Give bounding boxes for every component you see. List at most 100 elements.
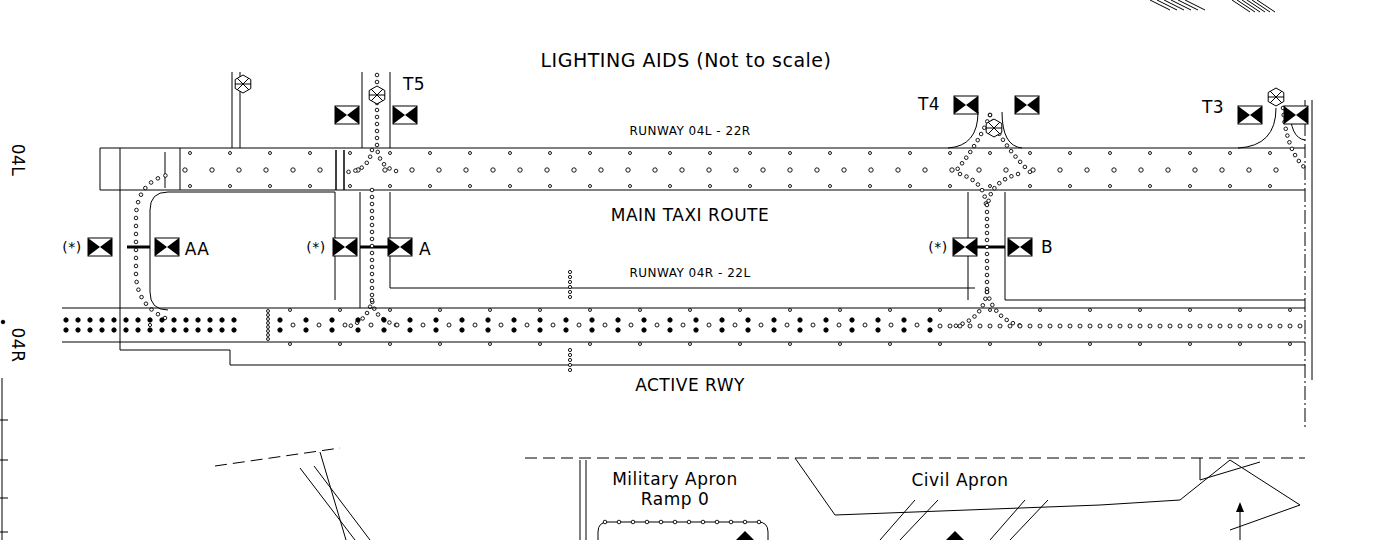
runway-centre-light: [545, 168, 549, 172]
centerline-light: [360, 166, 364, 170]
runway-edge-light: [1149, 152, 1152, 155]
runway-centre-light: [761, 168, 765, 172]
scale-bar: [2, 378, 3, 540]
approach-light: [64, 318, 68, 322]
stop-bar-sign: [345, 238, 357, 256]
stop-bar-sign: [400, 238, 412, 256]
stop-bar-sign: [965, 238, 977, 256]
runway-centre-light: [1139, 168, 1143, 172]
centerline-light: [135, 208, 139, 212]
touchdown-light: [902, 328, 906, 332]
approach-light: [184, 328, 188, 332]
runway-centre-light: [491, 168, 495, 172]
runway-centre-light: [237, 168, 241, 172]
runway-centre-light: [1098, 324, 1102, 328]
runway-status: ACTIVE RWY: [634, 375, 746, 395]
runway-centre-light: [863, 323, 867, 327]
centerline-light: [370, 195, 374, 199]
approach-light: [88, 328, 92, 332]
centerline-light: [372, 307, 376, 311]
runway-edge-light: [589, 185, 592, 188]
centerline-light: [388, 167, 392, 171]
touchdown-light: [564, 318, 568, 322]
runway-centre-light: [978, 324, 982, 328]
centerline-light: [1003, 177, 1007, 181]
centerline-light: [983, 126, 987, 130]
parking-sign: [946, 531, 964, 540]
approach-light: [136, 318, 140, 322]
note-mark: (*): [61, 239, 82, 256]
touchdown-light: [356, 328, 360, 332]
runway-centre-light: [923, 168, 927, 172]
runway-centre-light: [1198, 324, 1202, 328]
runway-centre-light: [599, 168, 603, 172]
runway-edge-light: [689, 343, 692, 346]
stop-bar-sign: [388, 238, 412, 256]
runway-edge-light: [1289, 343, 1292, 346]
runway-edge-light: [589, 152, 592, 155]
centerline-light: [985, 266, 989, 270]
taxiway-centerline: [345, 150, 372, 172]
centerline-light: [983, 195, 987, 199]
taxiway-edge-light: [715, 520, 719, 524]
runway-edge-light: [309, 185, 312, 188]
centerline-light: [965, 175, 969, 179]
runway-edge-light: [1149, 185, 1152, 188]
runway-edge-light: [1239, 309, 1242, 312]
runway-edge-light: [889, 309, 892, 312]
threshold-bar: [343, 150, 345, 190]
centerline-light: [1005, 144, 1009, 148]
centerline-light: [136, 200, 140, 204]
taxiway-edge: [230, 350, 231, 365]
runway-edge-light: [1239, 343, 1242, 346]
hatch-line: [1232, 0, 1250, 12]
taxiway-edge: [232, 72, 233, 148]
taxiway-edge: [948, 112, 978, 148]
approach-light: [208, 318, 212, 322]
centerline-light: [368, 155, 372, 159]
centerline-light: [993, 186, 997, 190]
runway-edge-light: [1029, 185, 1032, 188]
runway-centre-light: [948, 324, 952, 328]
centerline-light: [375, 80, 379, 84]
centerline-light: [980, 188, 984, 192]
runway-edge-light: [669, 152, 672, 155]
runway-centre-light: [629, 323, 633, 327]
centerline-light: [956, 167, 960, 171]
taxiway-edge-light: [659, 520, 663, 524]
centerline-light: [375, 73, 379, 77]
runway-edge-light: [939, 343, 942, 346]
centerline-light: [1286, 134, 1290, 138]
apron-boundary: [586, 460, 587, 540]
runway-centre-light: [1188, 324, 1192, 328]
runway-centre-light: [1118, 324, 1122, 328]
runway-edge-light: [1139, 309, 1142, 312]
road-edge: [314, 466, 370, 540]
runway-edge-light: [389, 309, 392, 312]
centerline-light: [370, 202, 374, 206]
centerline-light: [958, 172, 962, 176]
runway-edge-light: [1189, 343, 1192, 346]
stand-line: [880, 500, 915, 540]
approach-light: [112, 328, 116, 332]
centerline-light: [370, 244, 374, 248]
centerline-light: [985, 290, 989, 294]
scale-bar: [0, 532, 8, 533]
centerline-light: [1023, 165, 1027, 169]
touchdown-light: [694, 318, 698, 322]
runway-centre-light: [1088, 324, 1092, 328]
runway-centre-light: [1220, 168, 1224, 172]
approach-light: [220, 318, 224, 322]
hatch-line: [1185, 0, 1205, 10]
taxiway-edge-light: [743, 520, 747, 524]
runway-centre-light: [837, 323, 841, 327]
centerline-light: [973, 315, 977, 319]
stop-bar-sign: [335, 106, 347, 124]
touchdown-light: [304, 318, 308, 322]
runway-centre-light: [811, 323, 815, 327]
runway-centre-light: [733, 323, 737, 327]
runway-centre-light: [395, 323, 399, 327]
runway-edge-light: [1189, 152, 1192, 155]
runway-centre-light: [1178, 324, 1182, 328]
runway-edge-light: [339, 343, 342, 346]
